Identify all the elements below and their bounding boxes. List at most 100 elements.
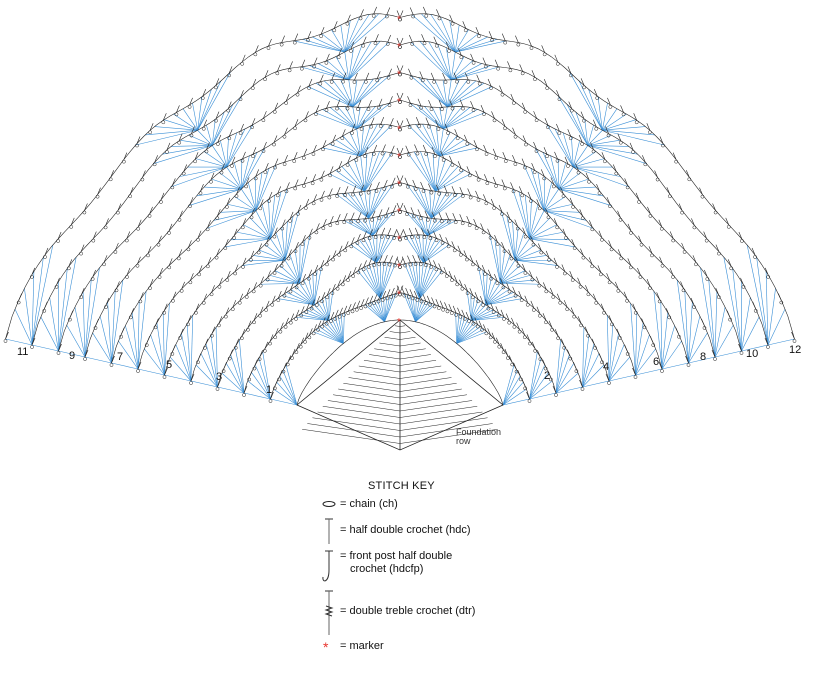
hdc-stitch	[552, 385, 557, 394]
dtr-stitch	[700, 267, 716, 358]
dtr-stitch	[523, 165, 545, 211]
hdc-stitch	[360, 298, 365, 307]
hdc-stitch	[499, 85, 503, 93]
dtr-stitch	[443, 109, 478, 130]
dtr-stitch	[571, 136, 574, 168]
hdc-stitch	[242, 151, 246, 159]
key-text: = front post half double	[340, 550, 453, 562]
hdcfp-stitch	[342, 220, 347, 225]
foundation-chain	[399, 388, 462, 399]
hdcfp-stitch	[282, 162, 287, 166]
hdcfp-stitch	[288, 289, 293, 294]
hdcfp-stitch	[320, 299, 324, 304]
dtr-stitch	[500, 270, 526, 284]
dtr-stitch	[714, 350, 742, 358]
marker-icon: *	[323, 640, 329, 654]
dtr-stitch	[84, 267, 100, 358]
dtr-stitch	[348, 41, 390, 81]
hdcfp-stitch	[455, 136, 460, 141]
hdc-stitch	[357, 212, 362, 220]
hdcfp-stitch	[366, 190, 371, 195]
hdcfp-stitch	[265, 277, 270, 282]
hdc-stitch	[417, 209, 422, 217]
dtr-stitch	[485, 280, 497, 305]
dtr-stitch	[206, 125, 213, 146]
hdc-stitch	[179, 210, 183, 218]
dtr-stitch	[418, 77, 448, 108]
dtr-stitch	[197, 80, 222, 131]
dtr-stitch	[164, 303, 170, 376]
dtr-stitch	[352, 106, 358, 129]
dtr-stitch	[428, 41, 452, 80]
dtr-stitch	[364, 304, 385, 322]
hdcfp-stitch	[328, 223, 333, 228]
hdc-stitch	[606, 273, 610, 281]
hdc-stitch	[624, 178, 628, 186]
hdc-stitch	[435, 298, 440, 307]
hdcfp-stitch	[450, 163, 455, 167]
hdcfp-stitch	[485, 181, 490, 186]
dtr-stitch	[454, 29, 469, 53]
hdcfp-stitch	[324, 60, 329, 65]
hdc-stitch	[356, 150, 360, 159]
hdcfp-stitch	[321, 226, 326, 231]
hdc-stitch	[136, 136, 141, 144]
hdc-stitch	[399, 120, 404, 128]
hdcfp-stitch	[557, 131, 562, 135]
hdcfp-stitch	[367, 236, 372, 241]
dtr-stitch	[374, 300, 385, 322]
hdcfp-stitch	[450, 106, 455, 111]
hdcfp-stitch	[681, 288, 686, 293]
hdc-stitch	[501, 119, 506, 127]
hdcfp-stitch	[480, 327, 484, 332]
hdc-stitch	[412, 255, 416, 263]
hdc-stitch	[396, 147, 401, 156]
dtr-stitch	[608, 344, 625, 382]
hdc-stitch	[342, 129, 346, 137]
hdc-stitch	[396, 92, 401, 101]
dtr-stitch	[364, 191, 369, 219]
hdc-stitch	[399, 230, 404, 238]
hdc-stitch	[181, 281, 185, 289]
dtr-stitch	[343, 312, 345, 344]
hdc-stitch	[616, 328, 621, 337]
hdcfp-stitch	[316, 327, 320, 332]
dtr-stitch	[230, 238, 271, 241]
dtr-stitch	[295, 286, 315, 306]
hdcfp-stitch	[566, 164, 570, 168]
dtr-stitch	[446, 79, 460, 108]
hdcfp-stitch	[287, 68, 292, 73]
dtr-stitch	[376, 236, 395, 263]
dtr-stitch	[439, 128, 444, 156]
dtr-stitch	[281, 227, 286, 261]
hdcfp-stitch	[434, 43, 439, 48]
hdc-stitch	[459, 214, 463, 222]
hdc-stitch	[375, 34, 379, 42]
dtr-stitch	[419, 270, 443, 299]
dtr-stitch	[558, 186, 596, 190]
row-label-11: 11	[17, 346, 29, 358]
hdcfp-stitch	[321, 147, 325, 152]
hdcfp-stitch	[233, 271, 237, 276]
hdc-stitch	[215, 111, 220, 119]
foundation-chain	[358, 365, 401, 373]
dtr-stitch	[334, 316, 344, 344]
hdcfp-stitch	[501, 350, 506, 354]
hdc-stitch	[641, 318, 645, 326]
hdc-stitch	[726, 310, 731, 318]
hdcfp-stitch	[717, 251, 721, 256]
hdc-stitch	[399, 65, 404, 73]
dtr-stitch	[368, 190, 371, 219]
hdcfp-stitch	[371, 13, 376, 18]
dtr-stitch	[544, 210, 580, 213]
hdc-stitch	[339, 307, 343, 315]
dtr-stitch	[431, 107, 444, 129]
hdcfp-stitch	[618, 217, 623, 222]
dtr-stitch	[337, 106, 357, 130]
hdcfp-stitch	[576, 170, 581, 175]
dtr-stitch	[162, 312, 165, 376]
hdcfp-stitch	[296, 212, 300, 216]
hdc-stitch	[426, 295, 431, 303]
dtr-stitch	[173, 113, 198, 131]
hdc-stitch	[483, 194, 487, 202]
